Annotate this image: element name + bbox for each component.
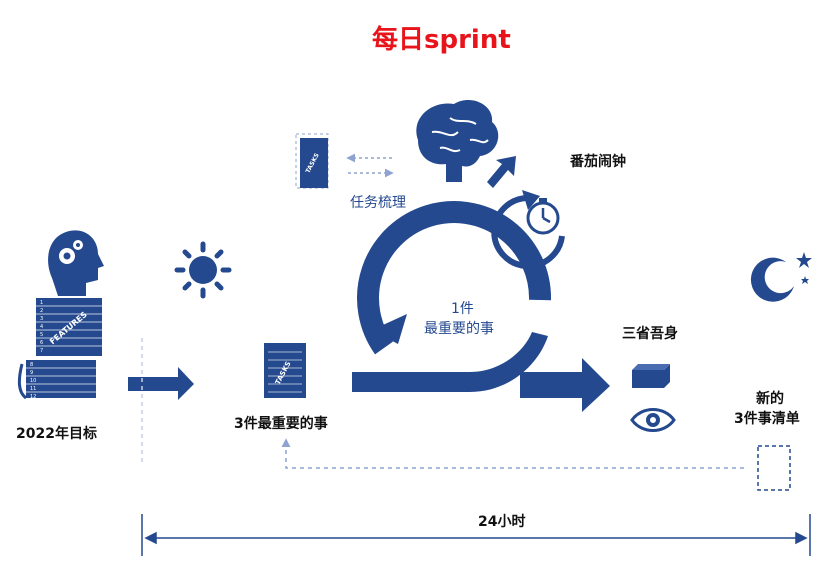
stopwatch-icon <box>491 190 565 269</box>
new-list-line1: 新的 <box>756 391 784 407</box>
sprint-loop <box>352 201 552 392</box>
one-task-line1: 1件 <box>451 301 474 317</box>
box-icon <box>632 364 670 388</box>
to-reflection-arrow <box>520 358 610 412</box>
head-gears-icon <box>48 230 104 296</box>
three-tasks-label: 3件最重要的事 <box>234 416 328 432</box>
sun-icon <box>174 241 232 299</box>
feedback-arrow <box>281 438 744 469</box>
brain-icon <box>416 100 499 182</box>
feature-row-number: 10 <box>30 378 36 384</box>
new-list-line2: 3件事清单 <box>734 411 800 427</box>
one-task-line2: 最重要的事 <box>424 321 494 337</box>
features-stack-icon: FEATURES <box>17 298 102 400</box>
feature-row-number: 9 <box>30 370 33 376</box>
feature-row-number: 11 <box>30 386 36 392</box>
pomodoro-to-brain-arrow <box>487 156 516 188</box>
eye-icon <box>630 408 676 432</box>
feature-row-number: 6 <box>40 340 43 346</box>
reflection-label: 三省吾身 <box>622 326 678 342</box>
feature-row-number: 7 <box>40 348 43 354</box>
new-list-placeholder <box>757 445 791 491</box>
moon-icon <box>750 257 794 302</box>
stars-icon <box>796 252 812 284</box>
feature-row-number: 2 <box>40 308 43 314</box>
task-review-label: 任务梳理 <box>350 195 406 211</box>
pomodoro-label: 番茄闹钟 <box>570 154 626 170</box>
goal-label: 2022年目标 <box>16 426 97 442</box>
feature-row-number: 5 <box>40 332 43 338</box>
sprint-label: Sprint <box>416 258 510 289</box>
duration-span <box>141 514 811 556</box>
tasks-sheet-icon: TASKS <box>264 343 306 398</box>
feature-row-number: 12 <box>30 394 36 400</box>
feature-row-number: 1 <box>40 300 43 306</box>
feature-row-number: 3 <box>40 316 43 322</box>
feature-row-number: 4 <box>40 324 43 330</box>
goal-arrow <box>128 367 194 400</box>
feature-row-number: 8 <box>30 362 33 368</box>
page-title: 每日sprint <box>372 25 511 55</box>
tasks-small-icon: TASKS <box>295 133 329 189</box>
task-review-arrows <box>346 153 394 178</box>
duration-label: 24小时 <box>478 514 526 530</box>
